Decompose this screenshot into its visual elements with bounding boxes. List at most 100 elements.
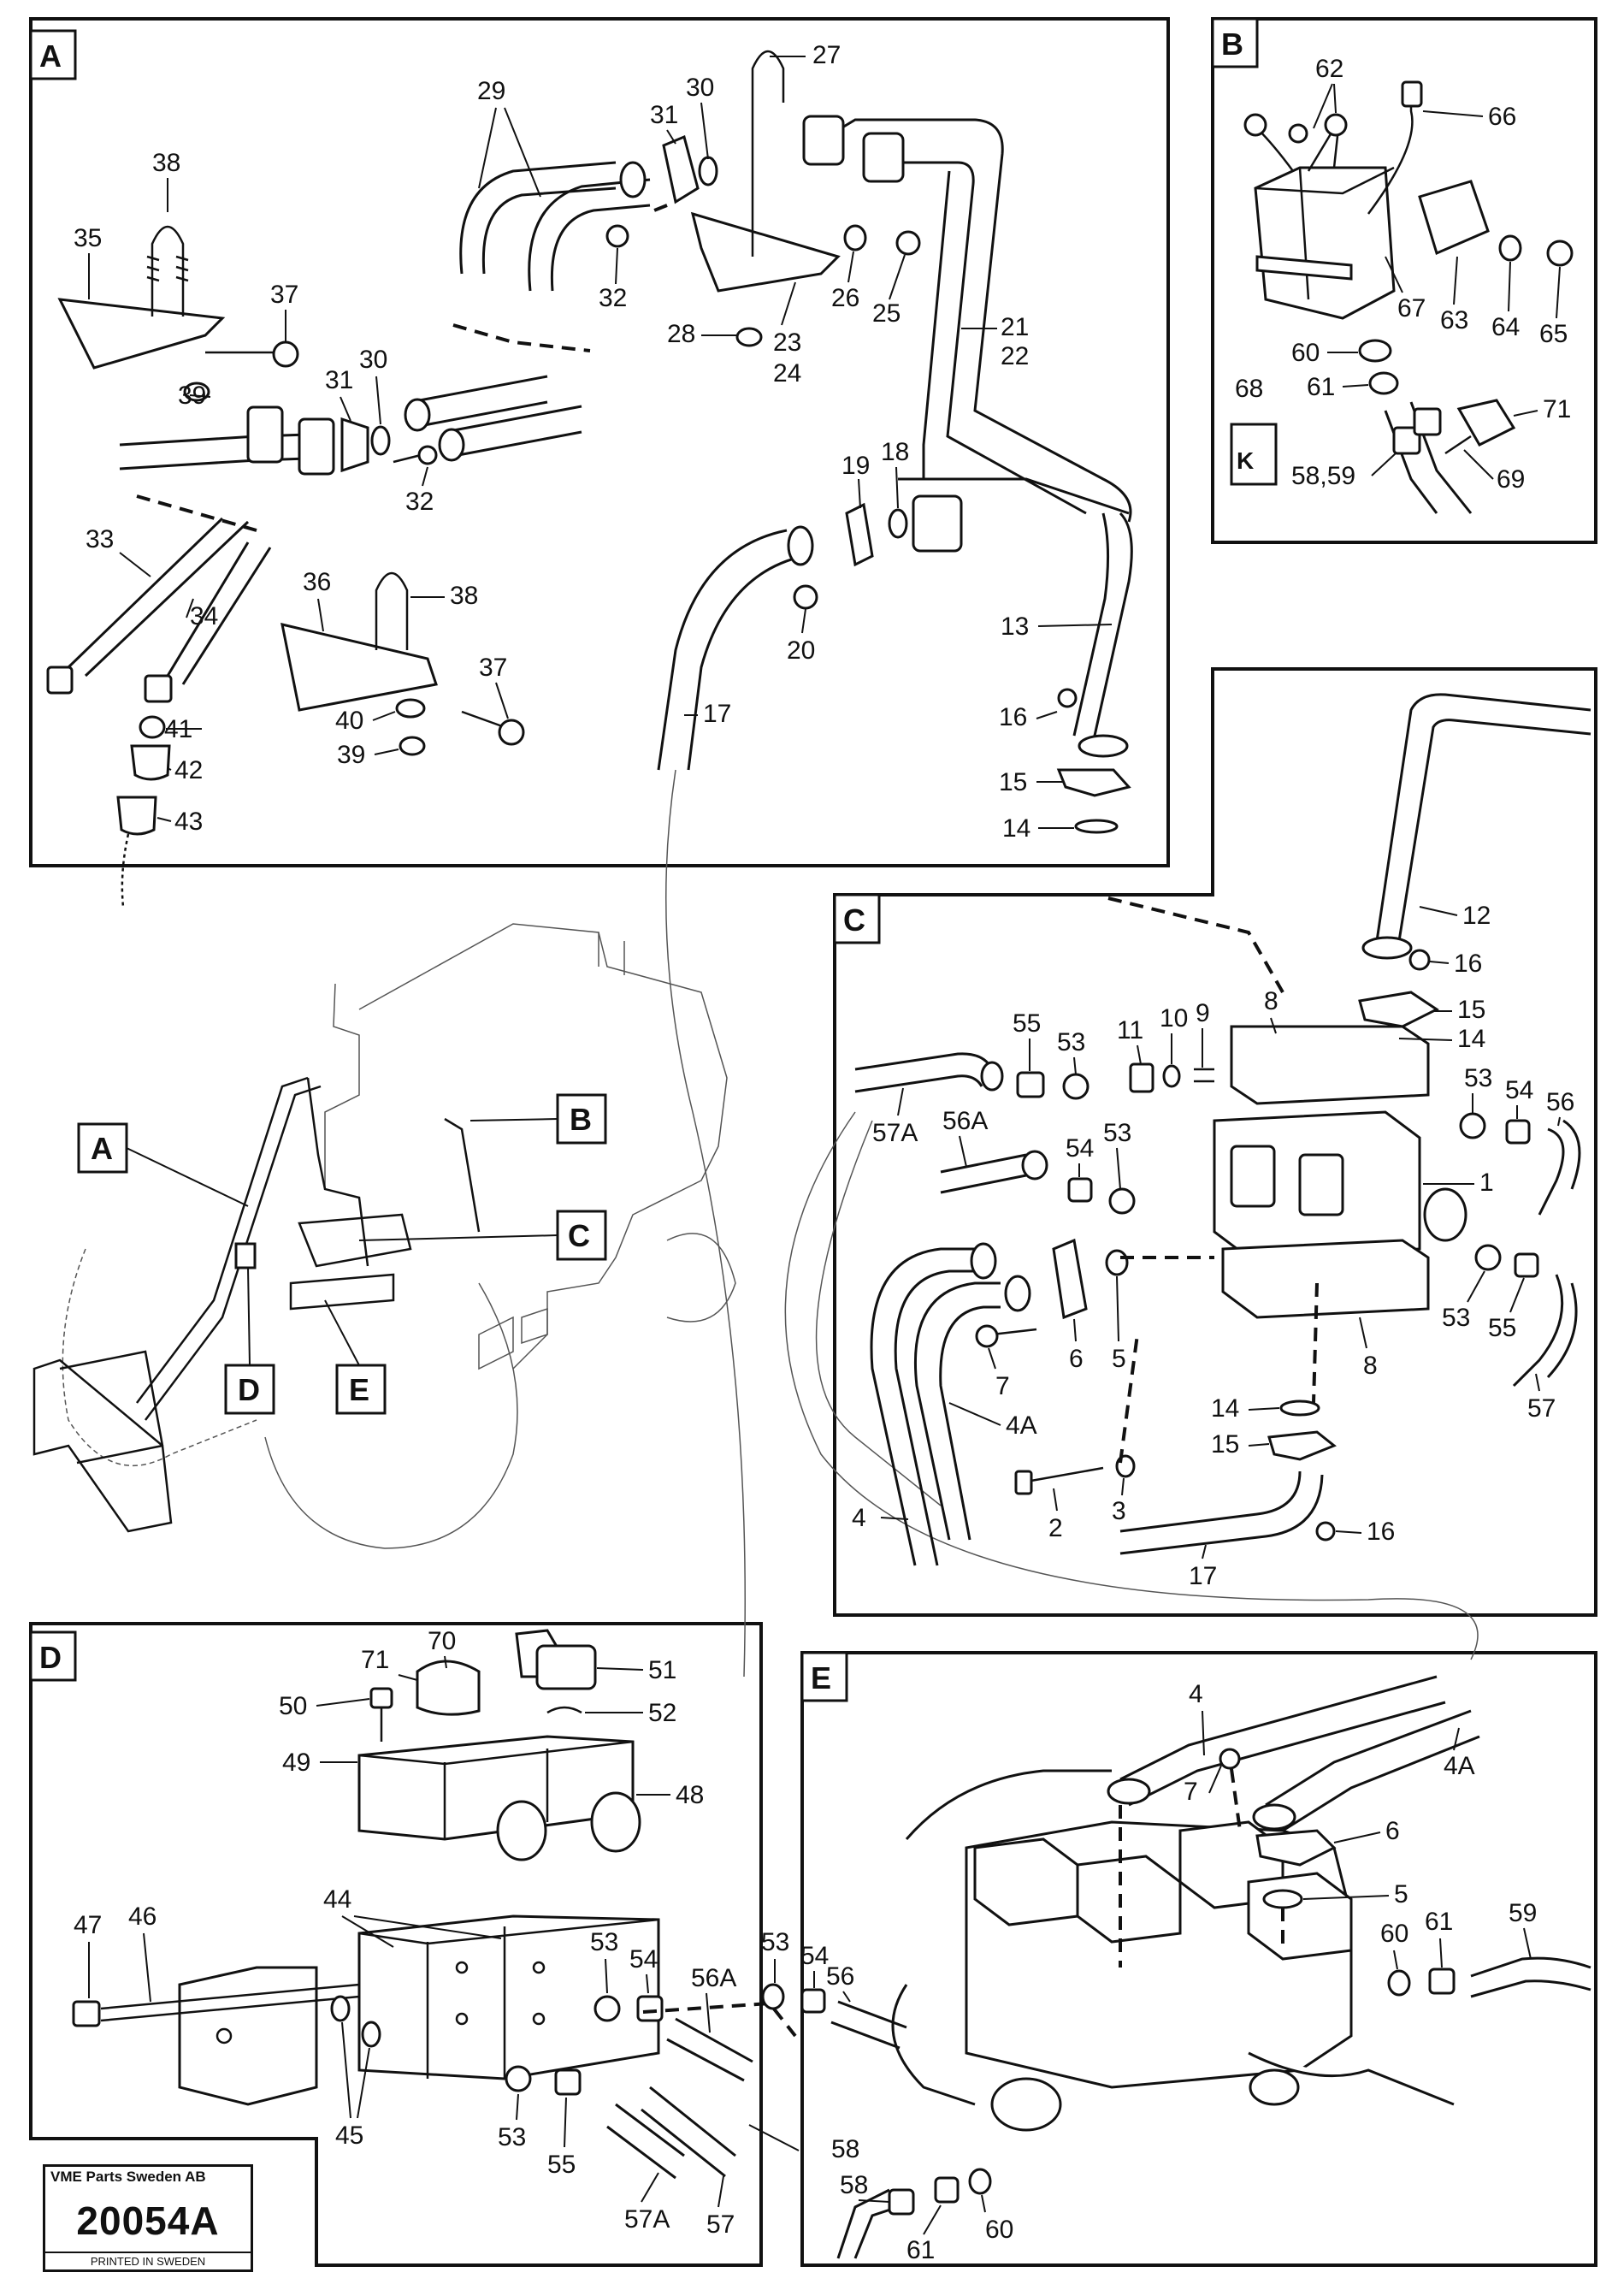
callout-b-62: 62 [1315, 55, 1343, 83]
connector-69-lead [1444, 435, 1472, 455]
panel-b-frame [1211, 17, 1597, 544]
washer-53-c2 [1108, 1187, 1136, 1215]
callout-c-4a: 4A [1006, 1411, 1037, 1440]
u-bolt-38-top [151, 225, 185, 317]
callout-d-45: 45 [335, 2121, 363, 2150]
washer-53-c1 [1062, 1073, 1089, 1100]
callout-c-53-a: 53 [1057, 1028, 1085, 1056]
callout-a-13: 13 [1001, 612, 1029, 641]
washer-10 [1162, 1064, 1181, 1088]
nut-28 [735, 327, 763, 347]
panel-d-letter: D [39, 1640, 62, 1675]
sweep-curve-3 [815, 1120, 942, 1506]
dash-connector-a2 [136, 494, 257, 532]
bolt-16-c2 [1315, 1521, 1336, 1542]
panel-e-drawing [761, 1675, 1591, 2259]
hose-29-upper-b [481, 186, 617, 275]
hose-29-upper-a [459, 161, 617, 275]
overview-block-c [298, 1213, 412, 1268]
hose-33 [67, 517, 250, 678]
sweep-curve-2 [784, 1111, 1479, 1660]
washer-53-d2 [505, 2065, 532, 2092]
overview-block-e [289, 1273, 395, 1311]
hose-4a-end [1004, 1275, 1031, 1312]
callout-b-60: 60 [1291, 339, 1320, 367]
bolt-47 [72, 2000, 101, 2027]
panel-c-letter: C [843, 902, 865, 938]
pump-shaft [1248, 2051, 1455, 2106]
bracket-35 [57, 298, 226, 370]
callout-c-55-low: 55 [1488, 1314, 1516, 1342]
footer-code: 20054A [76, 2198, 220, 2243]
panel-e-frame [800, 1651, 1597, 2267]
valve-hole-2 [455, 2012, 469, 2026]
pipe-lower-run [898, 477, 1130, 515]
hose-4a-e [1265, 1709, 1480, 1832]
callout-e-59: 59 [1509, 1899, 1537, 1927]
pipe-22 [881, 161, 1087, 515]
footer-stamp: VME Parts Sweden AB 20054A PRINTED IN SW… [43, 2164, 253, 2272]
u-bolt-threads [146, 255, 189, 282]
callout-a-31-top: 31 [650, 101, 678, 129]
overview-letter-d: D [238, 1372, 260, 1407]
callout-e-54: 54 [800, 1942, 829, 1970]
callout-c-3: 3 [1112, 1497, 1126, 1525]
hose-4 [870, 1247, 983, 1566]
callout-e-53: 53 [761, 1928, 789, 1956]
callout-c-15-low: 15 [1211, 1430, 1239, 1459]
flange-6-c [1052, 1238, 1088, 1320]
hose-17-a [657, 529, 788, 771]
hose-17-end [787, 525, 814, 566]
cab-outline [324, 923, 728, 1370]
callout-c-9: 9 [1196, 999, 1210, 1027]
overview-letter-c: C [568, 1218, 590, 1253]
callout-a-23: 23 [773, 328, 801, 357]
callout-b-66: 66 [1488, 103, 1516, 131]
rear-tyre-2 [666, 1233, 736, 1323]
callout-a-32-low: 32 [405, 488, 434, 516]
callout-a-19: 19 [841, 452, 870, 480]
callout-c-8-low: 8 [1363, 1352, 1378, 1380]
panel-b-drawing: K [1230, 80, 1574, 514]
washer-40 [395, 698, 426, 719]
callout-a-28: 28 [667, 320, 695, 348]
callout-c-11: 11 [1117, 1016, 1143, 1044]
callout-d-44: 44 [323, 1885, 351, 1914]
hose-29-upper-d [550, 204, 651, 292]
callout-d-48: 48 [676, 1781, 704, 1809]
washer-26 [843, 224, 867, 251]
callout-c-55-top: 55 [1013, 1009, 1041, 1038]
callout-e-58-a: 58 [831, 2135, 859, 2163]
hose-56-c [1538, 1119, 1581, 1216]
callout-d-54: 54 [629, 1945, 658, 1973]
panel-e-letter: E [811, 1660, 831, 1695]
overview-cable-b [444, 1117, 481, 1233]
callout-a-36: 36 [303, 568, 331, 596]
callout-c-53-low: 53 [1442, 1304, 1470, 1332]
callout-d-51: 51 [648, 1656, 676, 1684]
panel-c-drawing [854, 693, 1591, 1566]
pipe-left-pair [119, 435, 257, 470]
lever-knob-2 [1324, 113, 1348, 137]
callout-d-47: 47 [74, 1911, 102, 1939]
callout-c-56a: 56A [942, 1107, 988, 1135]
callout-a-39-low: 39 [337, 741, 365, 769]
section-1 [973, 1837, 1079, 1926]
rear-tyre [264, 1282, 518, 1549]
bolt-7-head [975, 1324, 999, 1348]
hose-34-end [144, 674, 173, 703]
solenoid-knob-1 [496, 1800, 547, 1861]
callout-a-34: 34 [190, 602, 218, 630]
overview-label-a: A [77, 1122, 249, 1207]
fitting-58-e [888, 2188, 915, 2216]
bolt-50-head [369, 1687, 393, 1709]
callout-c-1: 1 [1479, 1169, 1494, 1197]
control-box-base [1255, 255, 1353, 281]
flange-15-c [1358, 991, 1439, 1028]
callout-d-46: 46 [128, 1902, 156, 1931]
flange-left-1 [246, 405, 284, 464]
connector-51-body [535, 1644, 597, 1690]
valve-hole-1 [455, 1961, 469, 1974]
oring-5-c [1105, 1249, 1129, 1276]
callout-a-20: 20 [787, 636, 815, 665]
